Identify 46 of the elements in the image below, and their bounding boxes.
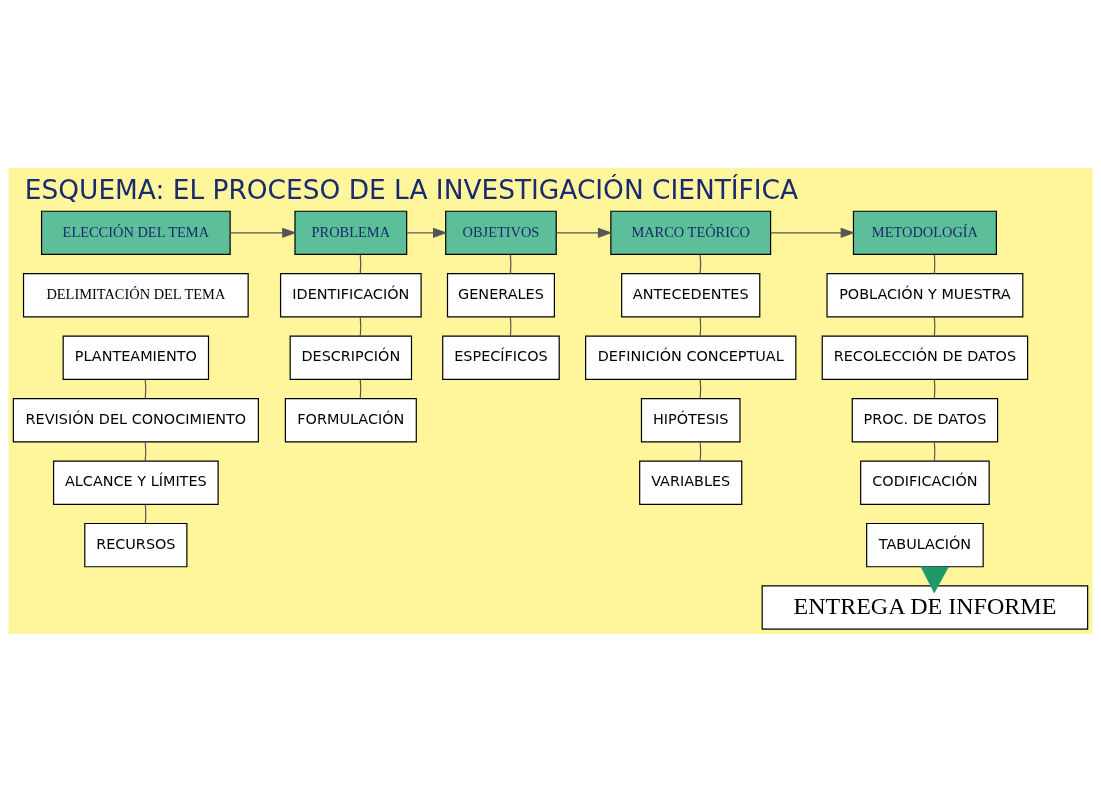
- node-box: POBLACIÓN Y MUESTRA: [826, 272, 1024, 318]
- connector: [933, 441, 936, 462]
- node-box: RECURSOS: [84, 522, 188, 567]
- node-box: ELECCIÓN DEL TEMA: [40, 210, 231, 255]
- arrow: [406, 227, 448, 238]
- connector: [699, 441, 702, 462]
- node-box: REVISIÓN DEL CONOCIMIENTO: [12, 397, 259, 442]
- connector: [699, 316, 702, 337]
- node-box: PROC. DE DATOS: [851, 397, 999, 442]
- node-box: FORMULACIÓN: [284, 397, 417, 442]
- node-box: VARIABLES: [639, 459, 743, 505]
- node-box: RECOLECCIÓN DE DATOS: [821, 335, 1029, 380]
- node-box: HIPÓTESIS: [640, 397, 741, 442]
- node-box: GENERALES: [446, 272, 555, 318]
- arrow: [229, 227, 297, 238]
- node-box: OBJETIVOS: [445, 210, 557, 255]
- connector: [699, 253, 702, 274]
- node-box: ALCANCE Y LÍMITES: [52, 459, 219, 505]
- connector: [144, 378, 147, 399]
- connector: [699, 378, 702, 399]
- connector: [359, 316, 362, 337]
- node-box: TABULACIÓN: [866, 522, 984, 567]
- diagram-title: ESQUEMA: EL PROCESO DE LA INVESTIGACIÓN CIENTÍFICA: [24, 173, 799, 205]
- node-box: CODIFICACIÓN: [860, 459, 990, 505]
- node-box: MARCO TEÓRICO: [610, 210, 772, 255]
- connector: [509, 316, 512, 337]
- node-box: DELIMITACIÓN DEL TEMA: [22, 272, 249, 318]
- connector: [359, 253, 362, 274]
- node-box: ESPECÍFICOS: [442, 335, 560, 380]
- node-box: IDENTIFICACIÓN: [279, 272, 422, 318]
- node-box: DESCRIPCIÓN: [289, 335, 413, 380]
- node-box: DEFINICIÓN CONCEPTUAL: [585, 335, 797, 380]
- connector: [509, 253, 512, 274]
- connector: [933, 378, 936, 399]
- arrow: [770, 227, 856, 238]
- node-box: ANTECEDENTES: [621, 272, 761, 318]
- node-box: PLANTEAMIENTO: [62, 335, 210, 380]
- node-box: ENTREGA DE INFORME: [761, 584, 1089, 630]
- connector: [933, 253, 936, 274]
- node-box: METODOLOGÍA: [852, 210, 997, 255]
- node-box: PROBLEMA: [294, 210, 408, 255]
- connector: [933, 316, 936, 337]
- connector: [144, 441, 147, 462]
- arrow: [555, 227, 613, 238]
- connector: [359, 378, 362, 399]
- connector: [144, 503, 147, 524]
